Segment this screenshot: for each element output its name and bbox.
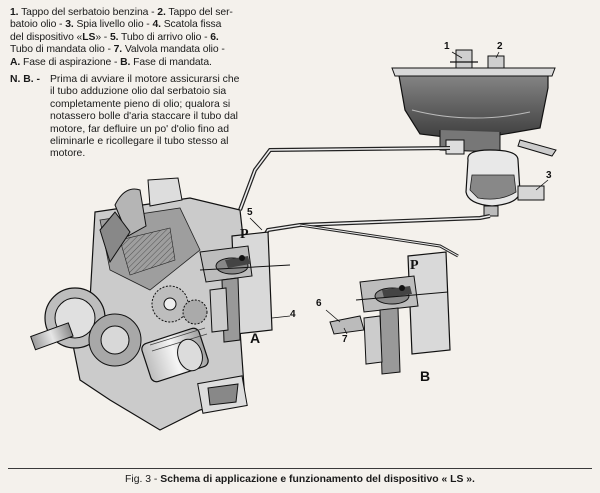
legend-text-run: batoio olio - xyxy=(10,19,66,31)
legend-key: 7. xyxy=(113,44,123,56)
legend-text-run: del dispositivo « xyxy=(10,31,83,43)
legend-key: A. xyxy=(10,56,21,68)
callout-line-6 xyxy=(325,309,341,323)
callout-6: 6 xyxy=(316,298,322,309)
nb-line: Prima di avviare il motore assicurarsi c… xyxy=(50,74,240,85)
figure-title: Schema di applicazione e funzionamento d… xyxy=(160,474,475,485)
legend-key: 4. xyxy=(152,19,161,31)
nb-line: motore, far defluire un po' d'olio fino … xyxy=(50,123,229,135)
callout-1: 1 xyxy=(444,41,450,52)
legend-key: LS xyxy=(82,31,96,43)
legend-line: del dispositivo «LS» - 5. Tubo di arrivo… xyxy=(10,32,295,44)
ls-pump-b xyxy=(329,251,451,375)
figure-number: Fig. 3 - xyxy=(125,474,161,485)
crankshaft xyxy=(30,287,142,367)
piston xyxy=(141,327,209,383)
nb-line: eliminarle e ricollegare il tubo stesso … xyxy=(50,136,229,148)
legend-key: 2. xyxy=(157,7,166,18)
legend-text-run: Scatola fissa xyxy=(160,19,222,31)
ls-device-schematic xyxy=(30,49,557,431)
callout-line-7 xyxy=(343,327,348,335)
legend-key: 5. xyxy=(109,31,119,43)
legend-line: A. Fase di aspirazione - B. Fase di mand… xyxy=(10,57,295,69)
nb-note: N. B. - Prima di avviare il motore assicu… xyxy=(10,74,295,161)
legend-key: B. xyxy=(120,56,131,68)
callout-line-4 xyxy=(271,315,291,319)
callout-7: 7 xyxy=(342,334,348,345)
nb-line: completamente pieno di olio; qualora si xyxy=(50,98,231,110)
legend-text-run: Spia livello olio - xyxy=(73,19,153,31)
callout-line-2 xyxy=(495,51,500,59)
caption-rule xyxy=(8,468,592,469)
callout-2: 2 xyxy=(497,41,503,52)
legend-text-run: Fase di aspirazione - xyxy=(20,56,121,68)
callout-3: 3 xyxy=(546,170,552,181)
legend-key: 6. xyxy=(210,31,219,43)
phase-b-label: B xyxy=(420,368,431,384)
oil-level-sight-reservoir xyxy=(465,149,545,217)
legend-text-run: » - xyxy=(95,31,110,43)
callout-line-1 xyxy=(451,51,463,59)
nb-label: N. B. - xyxy=(10,74,41,85)
p-label-b: P xyxy=(410,258,419,273)
figure-caption: Fig. 3 - Schema di applicazione e funzio… xyxy=(0,474,600,485)
legend-text: 1. Tappo del serbatoio benzina - 2. Tapp… xyxy=(10,7,295,69)
nb-note-first-row: N. B. - Prima di avviare il motore assicu… xyxy=(10,74,295,86)
callout-line-5 xyxy=(249,217,263,231)
p-label-a: P xyxy=(240,227,249,242)
legend-line: batoio olio - 3. Spia livello olio - 4. … xyxy=(10,19,295,31)
callout-line-3 xyxy=(535,179,549,191)
ls-pump-a xyxy=(199,231,291,343)
legend-text-run: Fase di mandata. xyxy=(130,56,212,68)
fuel-oil-tank xyxy=(391,49,557,157)
callout-5: 5 xyxy=(247,207,253,218)
oil-line-to-b xyxy=(299,223,459,258)
legend-text-run: Tappo del ser- xyxy=(165,7,233,18)
legend-text-run: Tubo di mandata olio - xyxy=(10,44,114,56)
phase-a-label: A xyxy=(250,330,261,346)
legend-text-run: Tubo di arrivo olio - xyxy=(118,31,211,43)
legend-key: 1. xyxy=(10,7,19,18)
legend-key: 3. xyxy=(65,19,74,31)
drive-gears xyxy=(151,285,208,325)
legend-text-run: Valvola mandata olio - xyxy=(122,44,225,56)
legend-line: Tubo di mandata olio - 7. Valvola mandat… xyxy=(10,44,295,56)
nb-line: notassero bolle d'aria staccare il tubo … xyxy=(50,111,238,123)
legend-text-run: Tappo del serbatoio benzina - xyxy=(18,7,158,18)
callout-4: 4 xyxy=(290,309,296,320)
legend-line: 1. Tappo del serbatoio benzina - 2. Tapp… xyxy=(10,7,295,19)
nb-line: il tubo adduzione olio dal serbatoio sia xyxy=(50,86,227,98)
nb-line: motore. xyxy=(50,148,86,160)
fuel-tube xyxy=(238,146,451,211)
